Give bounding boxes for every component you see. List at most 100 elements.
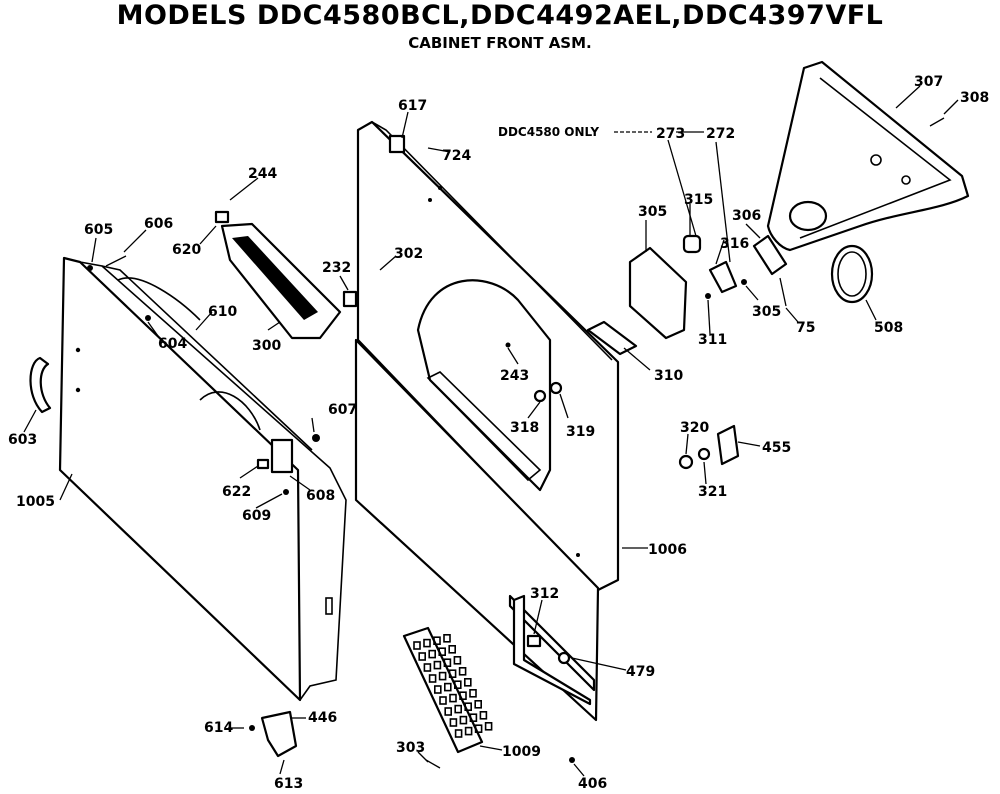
- label-318: 318: [510, 420, 539, 436]
- label-320: 320: [680, 420, 709, 436]
- label-607: 607: [328, 402, 357, 418]
- grille-cell: [474, 724, 483, 734]
- grille-cell: [474, 699, 483, 709]
- label-312: 312: [530, 586, 559, 602]
- strike-622: [256, 458, 270, 470]
- label-305-bottom: 305: [752, 304, 781, 320]
- label-508: 508: [874, 320, 903, 336]
- grille-cell: [423, 638, 431, 648]
- label-622: 622: [222, 484, 251, 500]
- grille-cell: [449, 693, 457, 703]
- plug-479: [557, 651, 571, 665]
- grille-cell: [413, 641, 421, 650]
- leader-lines: [23, 85, 959, 777]
- label-321: 321: [698, 484, 727, 500]
- switch-315: [682, 234, 702, 254]
- lint-duct-300: [214, 210, 342, 340]
- bracket-617: [388, 134, 406, 154]
- grille-cell: [454, 704, 463, 714]
- grille-cell: [439, 696, 447, 705]
- grille-cell: [463, 677, 472, 687]
- label-307: 307: [914, 74, 943, 90]
- label-316: 316: [720, 236, 749, 252]
- label-308: 308: [960, 90, 989, 106]
- grille-cell: [469, 688, 477, 698]
- label-406: 406: [578, 776, 607, 792]
- grille-cell: [469, 713, 478, 723]
- grille-cell: [433, 685, 442, 694]
- plate-310: [586, 320, 638, 356]
- switch-316: [708, 260, 738, 294]
- access-cover-312: [508, 594, 596, 706]
- label-311: 311: [698, 332, 727, 348]
- label-455: 455: [762, 440, 791, 456]
- door-handle-603: [29, 356, 52, 414]
- diagram-title: MODELS DDC4580BCL,DDC4492AEL,DDC4397VFL: [117, 0, 884, 31]
- grille-cell: [459, 715, 468, 725]
- label-604: 604: [158, 336, 187, 352]
- label-303: 303: [396, 740, 425, 756]
- door-panel-1005: [58, 256, 347, 702]
- label-613: 613: [274, 776, 303, 792]
- diagram-subtitle: CABINET FRONT ASM.: [408, 34, 591, 52]
- label-1009: 1009: [502, 744, 541, 760]
- label-479: 479: [626, 664, 655, 680]
- grille-cell: [448, 644, 457, 654]
- grille-cell: [438, 671, 447, 681]
- label-300: 300: [252, 338, 281, 354]
- label-306: 306: [732, 208, 761, 224]
- grille-cell: [464, 702, 473, 712]
- label-606: 606: [144, 216, 173, 232]
- duct-housing-307: [766, 60, 970, 252]
- cabinet-front-1006: [354, 120, 620, 722]
- label-608: 608: [306, 488, 335, 504]
- hinge-446: [260, 710, 298, 758]
- washer-320: [678, 454, 694, 470]
- grille-cell: [428, 674, 437, 683]
- label-1005: 1005: [16, 494, 55, 510]
- label-244: 244: [248, 166, 277, 182]
- grille-cell: [433, 660, 442, 670]
- grille-cell: [454, 729, 463, 738]
- label-319: 319: [566, 424, 595, 440]
- grille-cell: [444, 707, 453, 716]
- label-315: 315: [684, 192, 713, 208]
- grille-cell: [443, 682, 452, 692]
- grille-cell: [428, 649, 437, 659]
- label-232: 232: [322, 260, 351, 276]
- grille-cell: [453, 680, 462, 690]
- label-273: 273: [656, 126, 685, 142]
- label-620: 620: [172, 242, 201, 258]
- label-243: 243: [500, 368, 529, 384]
- label-609: 609: [242, 508, 271, 524]
- clip-232: [342, 290, 358, 308]
- label-302: 302: [394, 246, 423, 262]
- grille-cell: [443, 658, 452, 668]
- grille-cell: [448, 669, 457, 679]
- grille-cell: [484, 721, 493, 731]
- label-310: 310: [654, 368, 683, 384]
- grille-cell: [464, 726, 473, 736]
- label-1006: 1006: [648, 542, 687, 558]
- label-605: 605: [84, 222, 113, 238]
- label-305-top: 305: [638, 204, 667, 220]
- label-75: 75: [796, 320, 815, 336]
- cover-305: [628, 246, 688, 340]
- hinge-455: [716, 424, 740, 466]
- label-446: 446: [308, 710, 337, 726]
- grille-cell: [453, 655, 462, 665]
- label-614: 614: [204, 720, 233, 736]
- grille-cell: [479, 710, 488, 720]
- grille-1009: [402, 626, 493, 754]
- label-ddc4580-only: DDC4580 ONLY: [498, 125, 599, 139]
- label-617: 617: [398, 98, 427, 114]
- grille-cell: [458, 666, 467, 676]
- label-603: 603: [8, 432, 37, 448]
- label-272: 272: [706, 126, 735, 142]
- label-724: 724: [442, 148, 471, 164]
- bracket-306: [752, 234, 788, 276]
- grille-cell: [449, 718, 458, 727]
- grille-cell: [433, 636, 441, 646]
- grille-cell: [443, 633, 451, 643]
